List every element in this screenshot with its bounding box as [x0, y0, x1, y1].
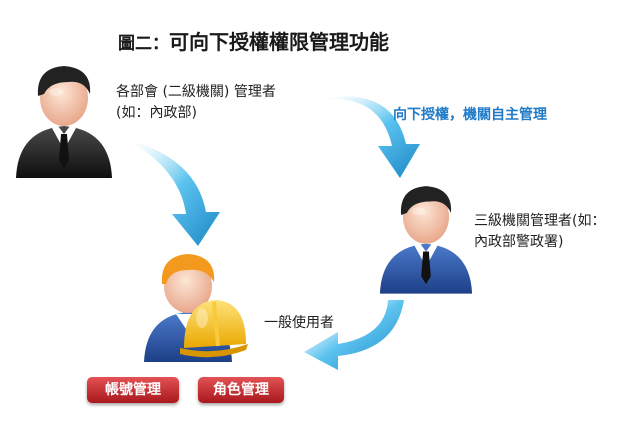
title-main: 可向下授權權限管理功能 [169, 30, 389, 54]
worker-hardhat-icon [144, 254, 248, 362]
admin-person-icon [379, 186, 473, 294]
top-admin-label: 各部會 (二級機關) 管理者 (如：內政部) [116, 82, 276, 124]
role-management-button[interactable]: 角色管理 [198, 377, 284, 403]
right-admin-label-line2: 內政部警政署) [474, 234, 564, 250]
top-admin-label-line2: (如：內政部) [116, 105, 197, 121]
right-admin-label-line1: 三級機關管理者(如： [474, 213, 606, 229]
title-prefix: 圖二： [118, 34, 169, 54]
right-admin-label: 三級機關管理者(如： 內政部警政署) [474, 211, 605, 253]
account-management-button[interactable]: 帳號管理 [87, 377, 179, 403]
top-admin-label-line1: 各部會 (二級機關) 管理者 [116, 84, 276, 100]
general-user-label: 一般使用者 [264, 315, 334, 331]
delegation-label: 向下授權，機關自主管理 [393, 107, 547, 123]
admin-person-icon [16, 66, 112, 178]
page-title: 圖二：可向下授權權限管理功能 [118, 26, 389, 55]
